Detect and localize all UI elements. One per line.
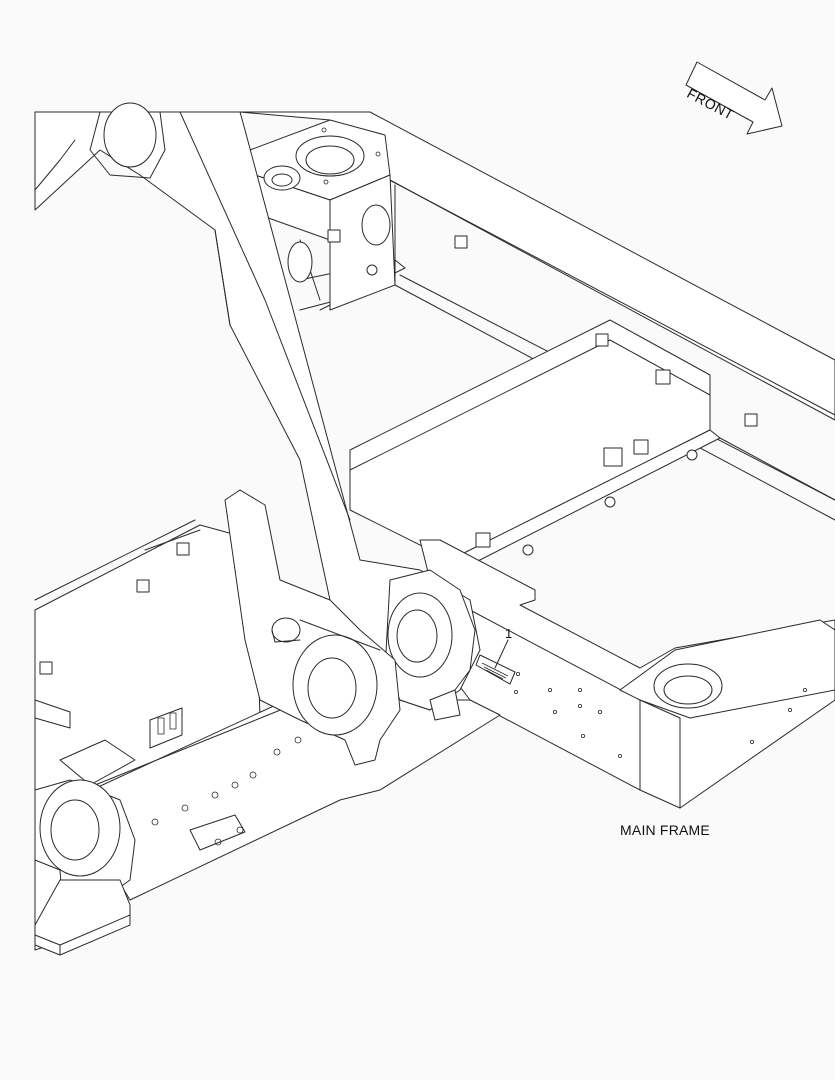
- main-longitudinal-beam: [419, 539, 835, 809]
- top-left-bracket: [249, 119, 396, 311]
- figure-caption: MAIN FRAME: [620, 822, 710, 838]
- front-direction-arrow: [685, 61, 783, 135]
- label-decal-item-1: [475, 639, 516, 685]
- bottom-left-lug: [34, 779, 136, 956]
- callout-number: 1: [505, 626, 513, 641]
- boom-pivot-boss: [384, 569, 476, 721]
- left-frame-platform: [34, 519, 501, 901]
- boom-support-bracket: [224, 489, 401, 766]
